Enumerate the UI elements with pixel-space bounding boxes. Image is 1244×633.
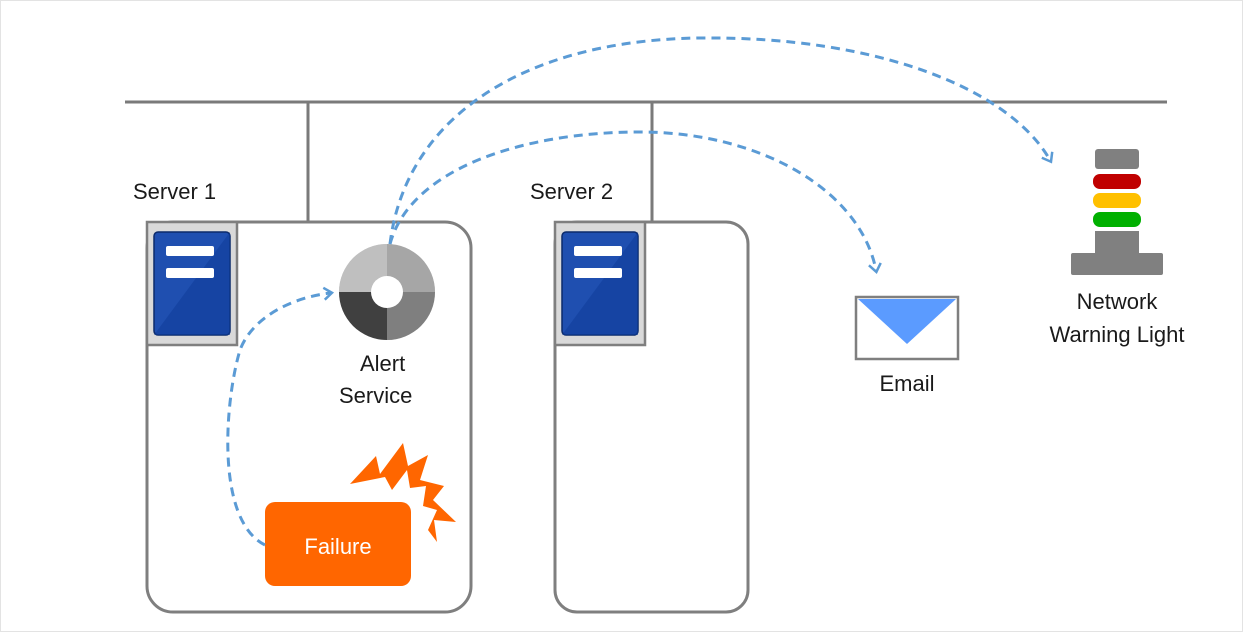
network-bus — [125, 100, 1167, 222]
alert-service-icon — [339, 244, 435, 340]
notification-arrows — [226, 36, 1054, 547]
server-2-label: Server 2 — [530, 179, 613, 204]
arrow-alert-to-email — [388, 130, 882, 275]
failure-label: Failure — [304, 534, 371, 559]
alert-service-label-line2: Service — [339, 383, 412, 408]
email-label: Email — [879, 371, 934, 396]
server-1-label: Server 1 — [133, 179, 216, 204]
warning-light-icon — [1071, 149, 1163, 275]
email-icon — [854, 295, 960, 361]
server-2: Server 2 — [530, 179, 750, 614]
warning-light-label-line1: Network — [1077, 289, 1159, 314]
arrow-failure-to-alert — [226, 286, 335, 547]
failure-block: Failure — [265, 502, 411, 586]
arrow-alert-to-warning-light — [388, 36, 1054, 245]
failure-burst-icon — [350, 443, 456, 542]
server-icon — [553, 220, 647, 347]
alert-service-label-line1: Alert — [360, 351, 405, 376]
server-icon — [145, 220, 239, 347]
warning-light-label-line2: Warning Light — [1050, 322, 1185, 347]
